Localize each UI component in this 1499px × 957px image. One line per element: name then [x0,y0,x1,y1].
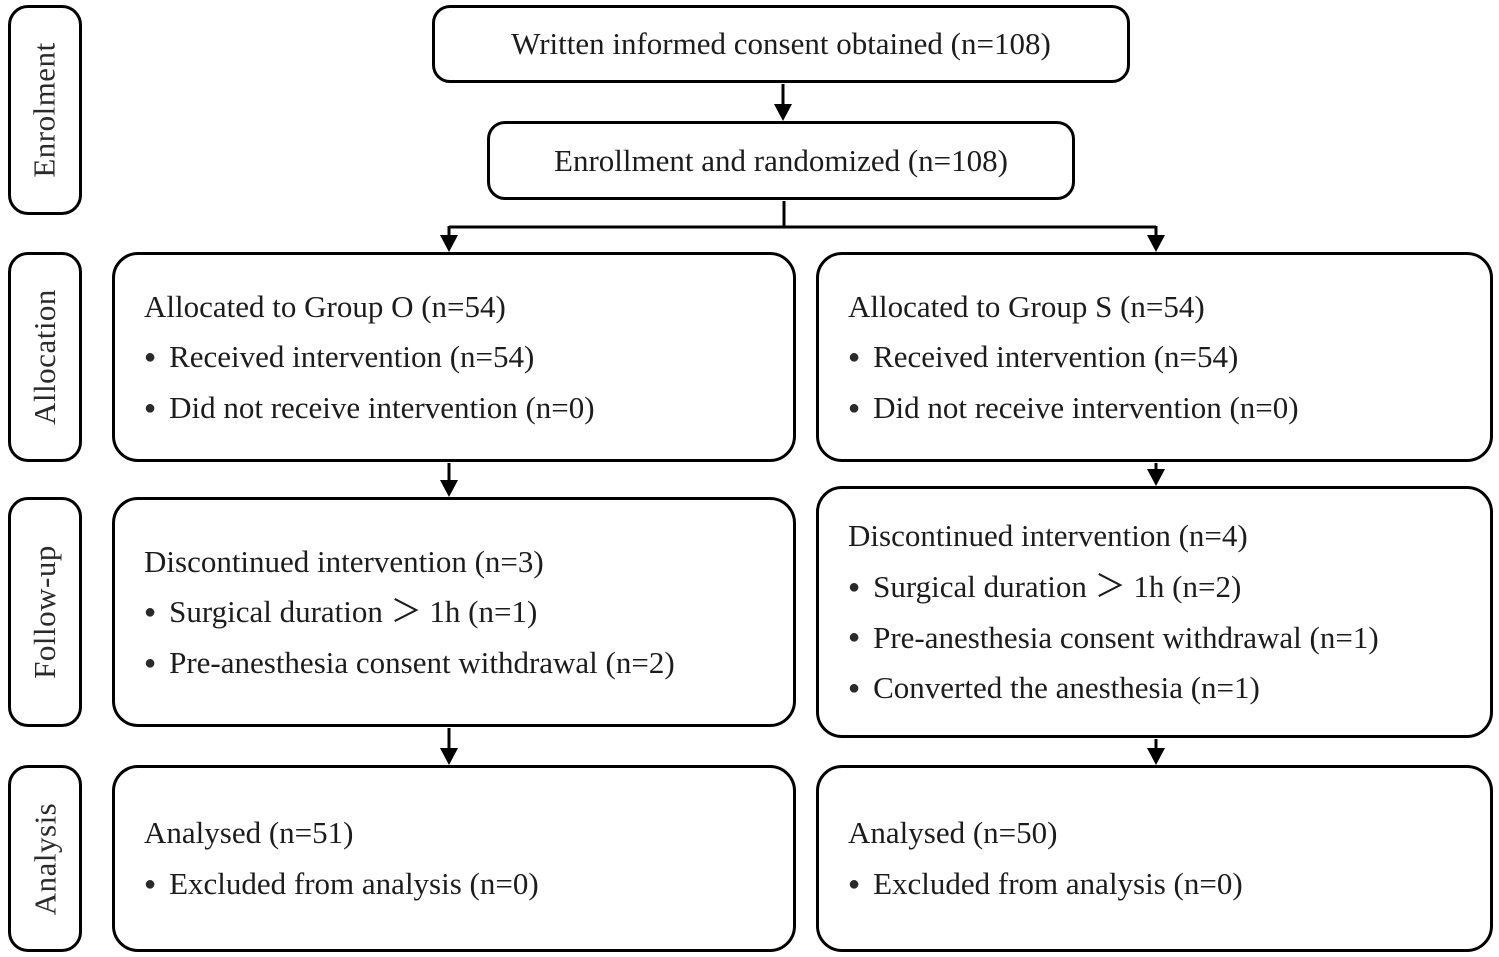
box-title: Analysed (n=51) [144,815,354,851]
bullet-item: ● Surgical duration ＞ 1h (n=1) [144,594,783,630]
box-title: Discontinued intervention (n=4) [848,518,1248,554]
flow-box-allocation-group-o: Allocated to Group O (n=54) ● Received i… [112,252,796,462]
bullet-text: Surgical duration ＞ 1h (n=1) [169,594,538,630]
bullet-text: Surgical duration ＞ 1h (n=2) [873,568,1242,604]
bullet-icon: ● [848,626,861,649]
bullet-text: Received intervention (n=54) [169,339,535,375]
bullet-icon: ● [144,651,157,674]
bullet-item: ● Did not receive intervention (n=0) [848,390,1480,426]
box-title: Allocated to Group S (n=54) [848,288,1205,324]
flow-box-followup-group-s: Discontinued intervention (n=4) ● Surgic… [816,486,1493,738]
flow-box-enrollment: Enrollment and randomized (n=108) [487,121,1075,200]
bullet-icon: ● [848,676,861,699]
stage-box-allocation: Allocation [8,252,82,462]
bullet-item: ● Pre-anesthesia consent withdrawal (n=2… [144,645,783,681]
box-title: Written informed consent obtained (n=108… [511,26,1051,62]
bullet-icon: ● [144,396,157,419]
stage-label-followup: Follow-up [27,545,62,679]
bullet-text: Excluded from analysis (n=0) [873,866,1243,901]
bullet-item: ● Excluded from analysis (n=0) [848,866,1480,902]
bullet-icon: ● [848,396,861,419]
stage-label-allocation: Allocation [27,289,63,425]
stage-box-analysis: Analysis [8,765,82,952]
bullet-icon: ● [144,345,157,368]
stage-label-analysis: Analysis [27,802,62,915]
bullet-icon: ● [144,600,157,623]
bullet-text: Pre-anesthesia consent withdrawal (n=2) [169,644,675,680]
box-title: Allocated to Group O (n=54) [144,288,506,324]
bullet-icon: ● [848,575,861,598]
bullet-item: ● Surgical duration ＞ 1h (n=2) [848,569,1480,605]
box-title: Discontinued intervention (n=3) [144,543,544,579]
bullet-item: ● Excluded from analysis (n=0) [144,866,783,902]
bullet-item: ● Received intervention (n=54) [848,339,1480,375]
bullet-text: Converted the anesthesia (n=1) [873,670,1260,706]
box-title: Analysed (n=50) [848,815,1058,851]
bullet-icon: ● [144,872,157,895]
stage-box-enrolment: Enrolment [8,5,82,215]
bullet-item: ● Converted the anesthesia (n=1) [848,670,1480,706]
flow-box-analysis-group-s: Analysed (n=50) ● Excluded from analysis… [816,765,1493,952]
bullet-text: Did not receive intervention (n=0) [873,389,1299,425]
box-title: Enrollment and randomized (n=108) [554,142,1008,178]
bullet-icon: ● [848,872,861,895]
stage-label-enrolment: Enrolment [27,42,63,178]
bullet-item: ● Did not receive intervention (n=0) [144,390,783,426]
bullet-text: Received intervention (n=54) [873,339,1239,375]
bullet-text: Excluded from analysis (n=0) [169,866,539,901]
flow-box-consent: Written informed consent obtained (n=108… [432,5,1130,83]
flow-box-analysis-group-o: Analysed (n=51) ● Excluded from analysis… [112,765,796,952]
bullet-text: Did not receive intervention (n=0) [169,389,595,425]
bullet-item: ● Received intervention (n=54) [144,339,783,375]
bullet-icon: ● [848,345,861,368]
flow-box-allocation-group-s: Allocated to Group S (n=54) ● Received i… [816,252,1493,462]
bullet-item: ● Pre-anesthesia consent withdrawal (n=1… [848,620,1480,656]
bullet-text: Pre-anesthesia consent withdrawal (n=1) [873,619,1379,655]
stage-box-followup: Follow-up [8,497,82,727]
flow-box-followup-group-o: Discontinued intervention (n=3) ● Surgic… [112,497,796,727]
